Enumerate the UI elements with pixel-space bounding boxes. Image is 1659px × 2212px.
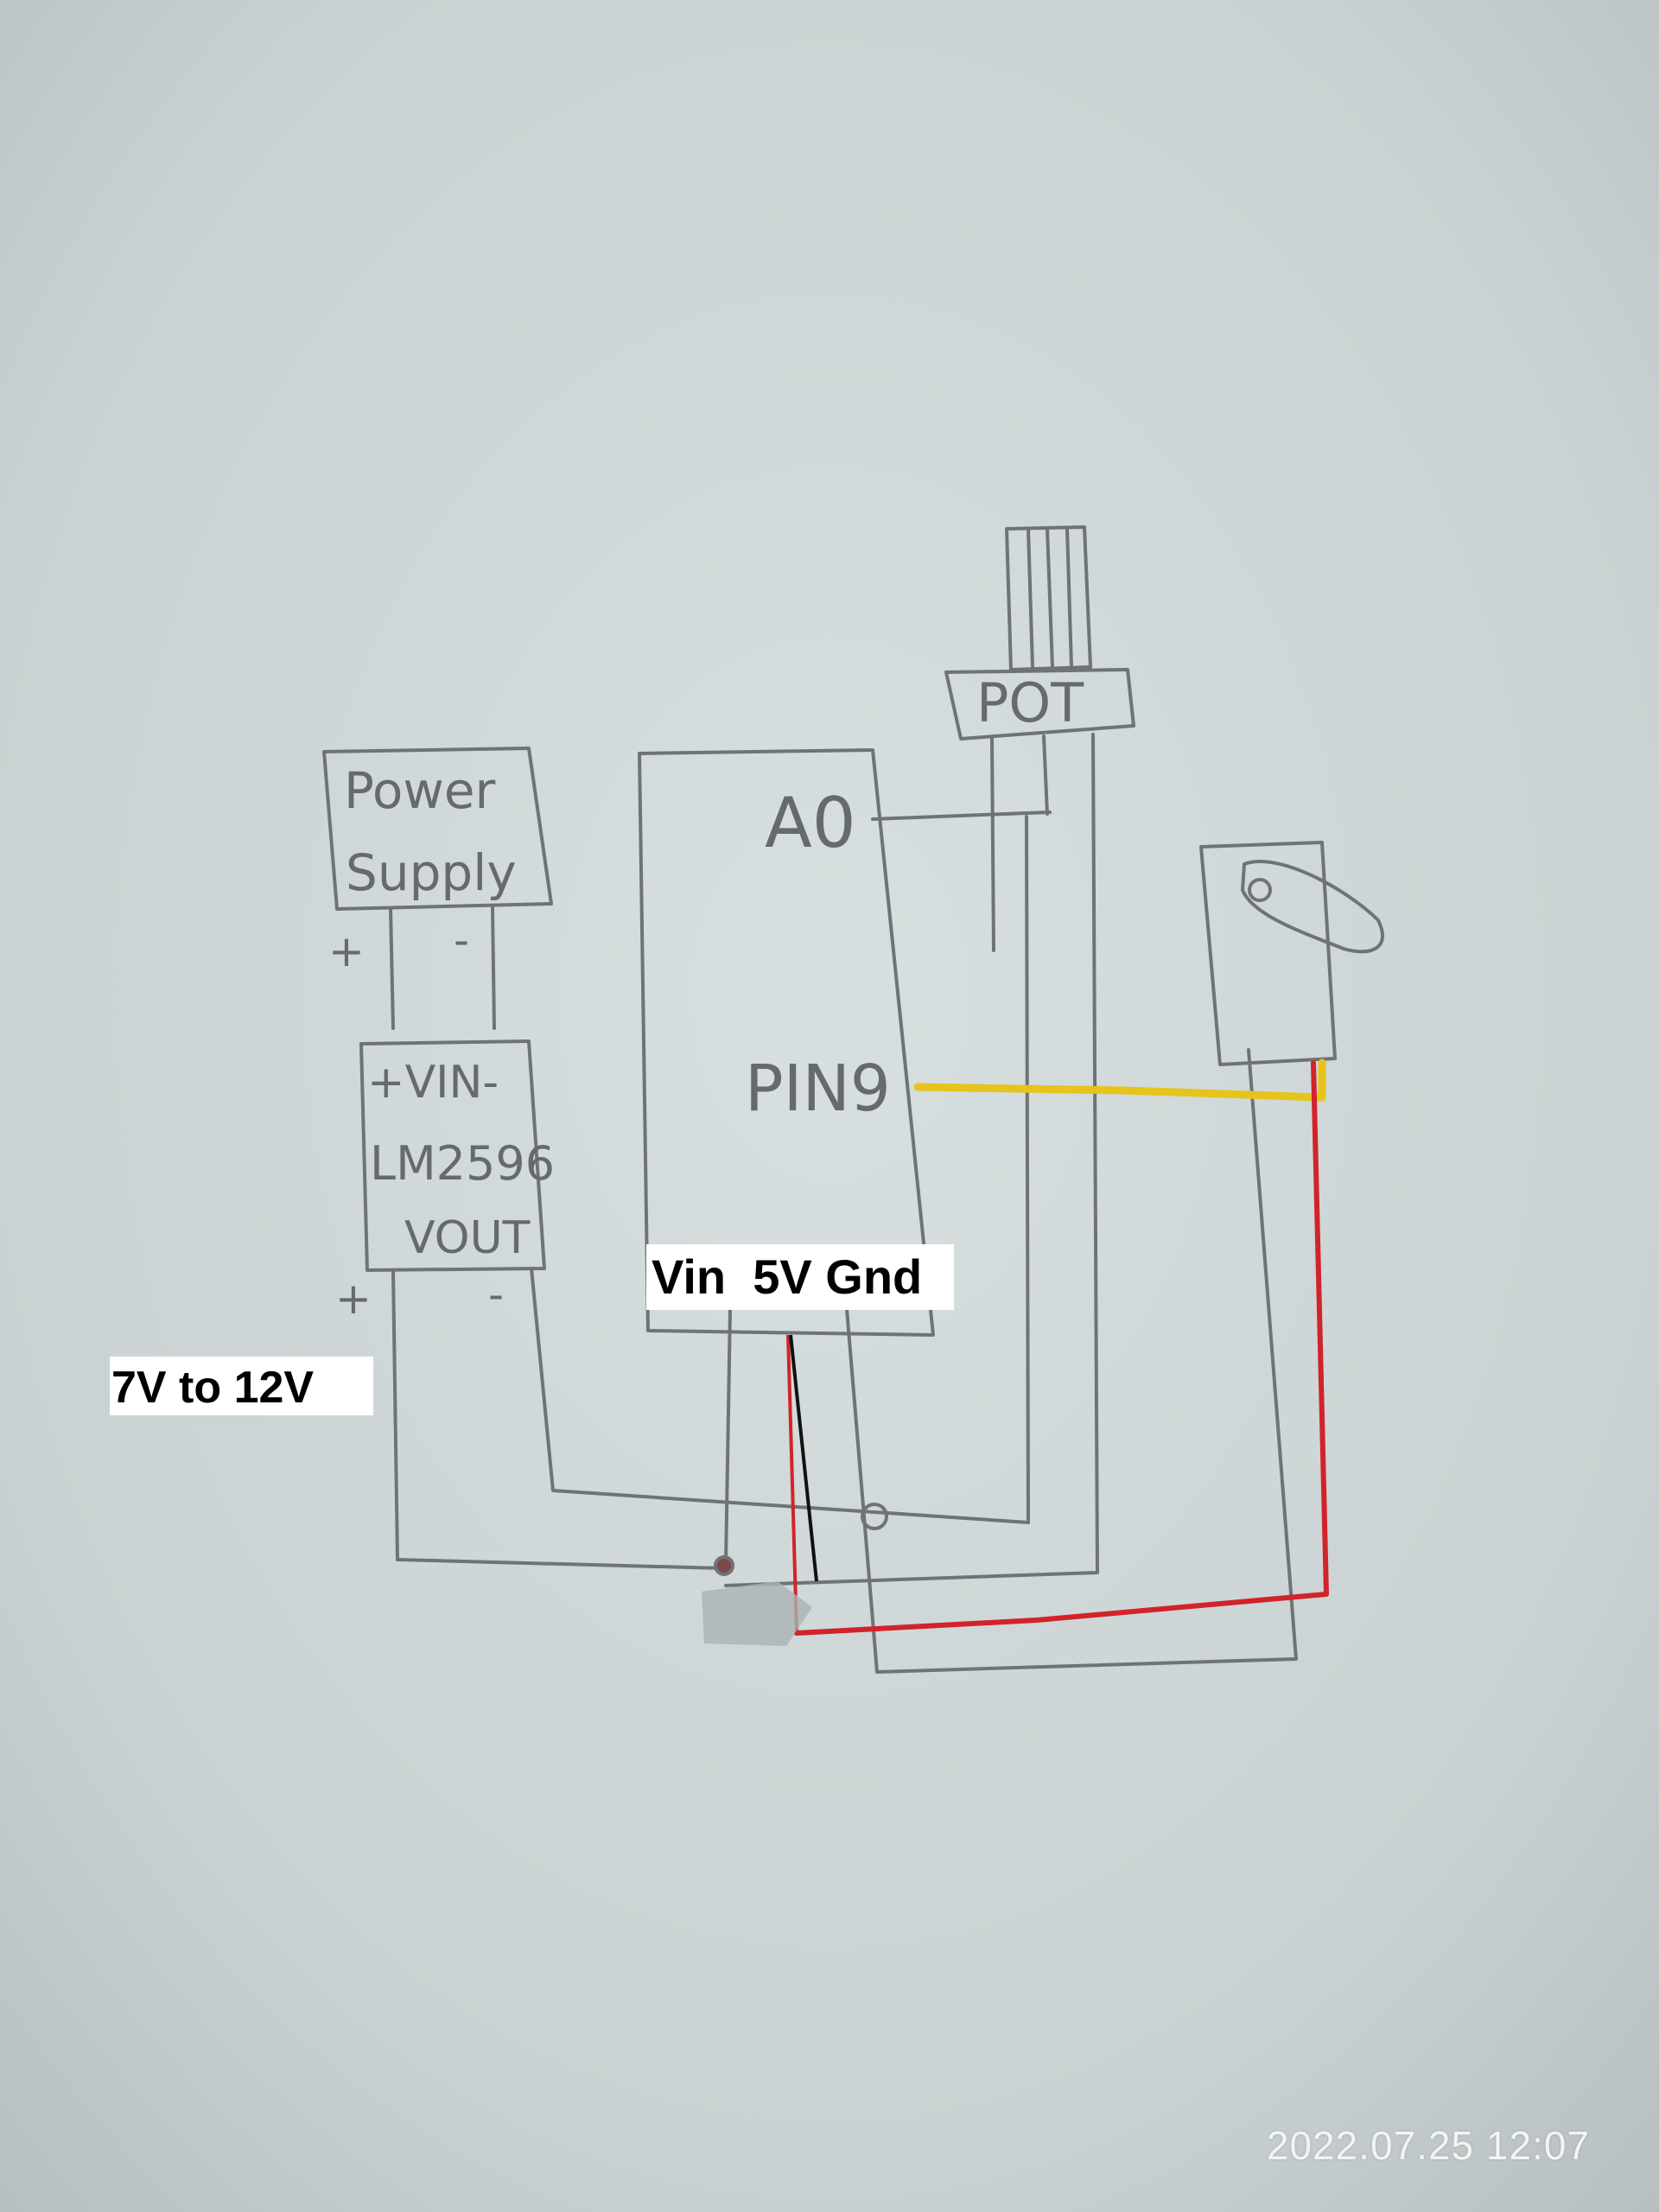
power-wire <box>794 1060 1329 1636</box>
servo-horn <box>1241 860 1384 954</box>
pot-shaft <box>1005 525 1092 671</box>
power-supply-minus-label: - <box>454 915 469 965</box>
five-volt-wire-black <box>789 1334 818 1582</box>
regulator-vout-label: VOUT <box>404 1212 531 1264</box>
regulator-name-label: LM2596 <box>370 1136 555 1191</box>
gnd-junction <box>861 1503 888 1530</box>
pin-labels-box: Vin 5V Gnd <box>646 1244 954 1310</box>
regulator-box <box>359 1039 546 1272</box>
a0-wire <box>871 810 1052 821</box>
arduino-a0-label: A0 <box>765 783 856 863</box>
voltage-label-box: 7V to 12V <box>110 1357 373 1415</box>
power-supply-label-line2: Supply <box>346 843 517 902</box>
regulator-plus-label: + <box>335 1274 372 1324</box>
vin-pin-wire <box>724 1307 732 1566</box>
power-supply-plus-label: + <box>328 926 365 976</box>
servo-horn-screw <box>1248 878 1272 902</box>
regulator-minus-label: - <box>488 1269 504 1319</box>
regulator-minus-wire <box>530 815 1030 1524</box>
eraser-smudge <box>702 1581 812 1646</box>
arduino-pin9-label: PIN9 <box>745 1052 891 1126</box>
pot-shaft-ridges <box>1027 527 1073 669</box>
pot-legs <box>724 733 1099 1587</box>
regulator-plus-wire <box>391 1268 723 1570</box>
arduino-board <box>638 748 935 1337</box>
power-supply-plus-lead <box>389 907 395 1030</box>
gnd-pin-wire <box>845 1048 1298 1674</box>
vin-junction <box>714 1555 734 1576</box>
power-supply-label-line1: Power <box>344 761 496 820</box>
signal-wire <box>913 1058 1326 1102</box>
five-volt-wire-red <box>786 1334 798 1634</box>
regulator-vin-label: +VIN- <box>367 1057 499 1109</box>
pot-label: POT <box>976 671 1084 734</box>
power-supply-minus-lead <box>491 906 496 1030</box>
timestamp: 2022.07.25 12:07 <box>1266 2123 1590 2168</box>
power-supply-box <box>322 747 553 911</box>
pot-body <box>944 668 1135 741</box>
servo-body <box>1199 841 1337 1066</box>
